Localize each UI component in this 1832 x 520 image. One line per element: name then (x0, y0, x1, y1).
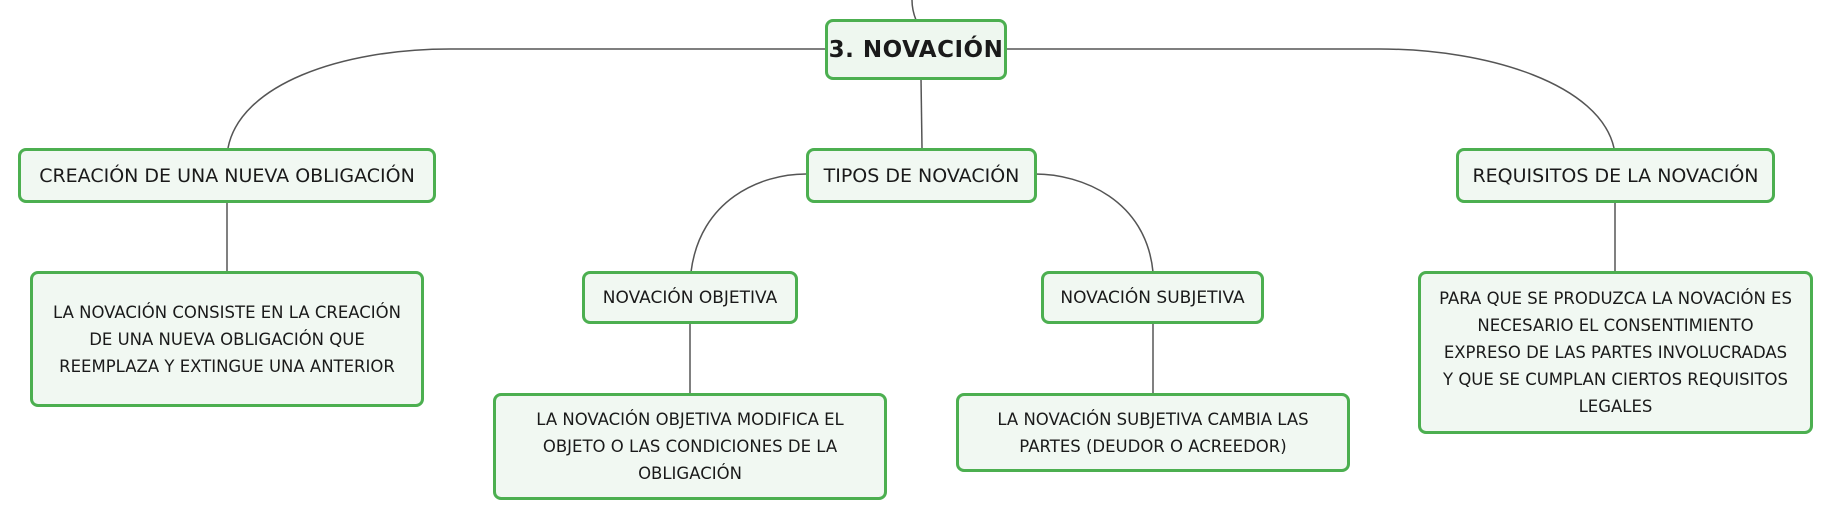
subtype-objetiva-label: NOVACIÓN OBJETIVA (602, 287, 778, 308)
root-label: 3. NOVACIÓN (828, 36, 1004, 63)
branch-tipos-node[interactable]: TIPOS DE NOVACIÓN (806, 148, 1037, 203)
detail-objetiva-text: LA NOVACIÓN OBJETIVA MODIFICA EL OBJETO … (536, 410, 844, 483)
connector-root-to-requisitos (1006, 48, 1615, 149)
connector-tipos-to-objetiva (690, 173, 807, 273)
connector-tipos-to-subjetiva (1034, 173, 1154, 273)
root-node[interactable]: 3. NOVACIÓN (825, 19, 1007, 80)
subtype-objetiva-node[interactable]: NOVACIÓN OBJETIVA (582, 271, 798, 324)
detail-objetiva-node[interactable]: LA NOVACIÓN OBJETIVA MODIFICA EL OBJETO … (493, 393, 887, 500)
detail-subjetiva-node[interactable]: LA NOVACIÓN SUBJETIVA CAMBIA LAS PARTES … (956, 393, 1350, 472)
connector-parent-to-root (911, 0, 917, 21)
detail-creacion-node[interactable]: LA NOVACIÓN CONSISTE EN LA CREACIÓN DE U… (30, 271, 424, 407)
detail-requisitos-text: PARA QUE SE PRODUZCA LA NOVACIÓN ES NECE… (1439, 289, 1792, 416)
detail-subjetiva-text: LA NOVACIÓN SUBJETIVA CAMBIA LAS PARTES … (997, 409, 1309, 456)
connector-root-to-creacion (227, 48, 825, 149)
subtype-subjetiva-node[interactable]: NOVACIÓN SUBJETIVA (1041, 271, 1264, 324)
subtype-subjetiva-label: NOVACIÓN SUBJETIVA (1060, 287, 1245, 308)
branch-requisitos-label: REQUISITOS DE LA NOVACIÓN (1472, 164, 1759, 187)
branch-creacion-node[interactable]: CREACIÓN DE UNA NUEVA OBLIGACIÓN (18, 148, 436, 203)
branch-requisitos-node[interactable]: REQUISITOS DE LA NOVACIÓN (1456, 148, 1775, 203)
connector-root-to-tipos (920, 77, 923, 149)
branch-tipos-label: TIPOS DE NOVACIÓN (823, 164, 1020, 187)
branch-creacion-label: CREACIÓN DE UNA NUEVA OBLIGACIÓN (39, 164, 415, 187)
detail-requisitos-node[interactable]: PARA QUE SE PRODUZCA LA NOVACIÓN ES NECE… (1418, 271, 1813, 434)
detail-creacion-text: LA NOVACIÓN CONSISTE EN LA CREACIÓN DE U… (53, 302, 401, 376)
